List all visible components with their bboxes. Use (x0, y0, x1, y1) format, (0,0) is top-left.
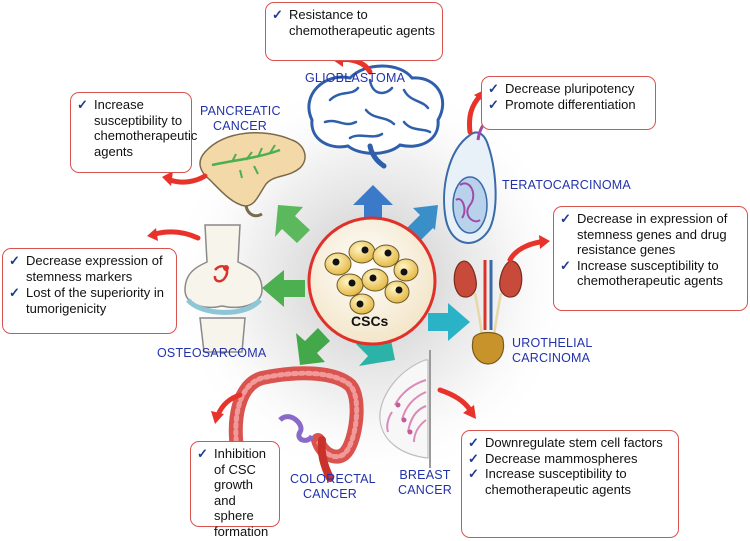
check-icon: ✓ (488, 81, 499, 96)
check-icon: ✓ (468, 450, 479, 466)
check-icon: ✓ (77, 97, 88, 112)
effect-arrow-breast (437, 387, 473, 413)
pancreas-icon (199, 131, 306, 218)
arrow-to-pancreatic (275, 205, 310, 243)
effect-box-breast: ✓Downregulate stem cell factors ✓Decreas… (461, 430, 679, 538)
effect-item: ✓Increase susceptibility to chemotherape… (560, 257, 723, 289)
effect-item: ✓Decrease expression of stemness markers (9, 253, 163, 284)
stem-cell-cluster-icon (324, 240, 419, 315)
effect-box-glioblastoma: ✓Resistance to chemotherapeutic agents (265, 2, 443, 61)
cancer-label-colorectal: COLORECTAL CANCER (290, 472, 376, 501)
arrow-to-colorectal (296, 328, 330, 365)
effect-box-colorectal: ✓Inhibition of CSC growth and sphere for… (190, 441, 280, 539)
effect-box-teratocarcinoma: ✓Decrease pluripotency ✓Promote differen… (481, 76, 656, 130)
effect-box-pancreatic: ✓Increase susceptibility to chemotherape… (70, 92, 198, 173)
cancer-label-osteosarcoma: OSTEOSARCOMA (157, 346, 267, 360)
cancer-label-glioblastoma: GLIOBLASTOMA (305, 71, 406, 85)
effect-arrow-pancreatic (167, 173, 208, 185)
cancer-label-pancreatic: PANCREATIC CANCER (200, 104, 281, 133)
breast-icon (379, 350, 431, 468)
check-icon: ✓ (9, 253, 20, 268)
effect-item: ✓Increase susceptibility to chemotherape… (468, 466, 631, 497)
csc-label: CSCs (351, 313, 389, 329)
check-icon: ✓ (272, 7, 283, 22)
brain-icon (307, 64, 445, 169)
effect-item: ✓Decrease in expression of stemness gene… (560, 211, 728, 257)
effect-box-osteosarcoma: ✓Decrease expression of stemness markers… (2, 248, 177, 334)
check-icon: ✓ (468, 466, 479, 481)
effect-item: ✓Resistance to chemotherapeutic agents (272, 7, 435, 38)
effect-arrow-osteosarcoma (152, 229, 201, 241)
csc-center (307, 216, 437, 346)
effect-item: ✓Decrease mammospheres (468, 450, 638, 466)
effect-item: ✓Downregulate stem cell factors (468, 435, 663, 450)
check-icon: ✓ (468, 435, 479, 450)
urinary-tract-icon (453, 260, 523, 365)
effect-item: ✓Promote differentiation (488, 96, 636, 112)
check-icon: ✓ (560, 257, 571, 273)
effect-item: ✓Decrease pluripotency (488, 81, 635, 96)
effect-arrow-teratocarcinoma (467, 93, 483, 135)
cancer-label-breast: BREAST CANCER (398, 468, 452, 497)
effect-item: ✓Inhibition of CSC growth and sphere for… (197, 446, 269, 539)
check-icon: ✓ (488, 96, 499, 112)
cancer-label-urothelial: UROTHELIAL CARCINOMA (512, 336, 593, 365)
cancer-label-teratocarcinoma: TERATOCARCINOMA (502, 178, 631, 192)
check-icon: ✓ (9, 285, 20, 300)
effect-item: ✓Increase susceptibility to chemotherape… (77, 97, 198, 159)
effect-arrow-urothelial (507, 239, 543, 263)
effect-box-urothelial: ✓Decrease in expression of stemness gene… (553, 206, 748, 311)
arrow-to-osteosarcoma (262, 270, 305, 307)
check-icon: ✓ (197, 446, 208, 461)
check-icon: ✓ (560, 211, 571, 226)
effect-arrow-colorectal (215, 392, 243, 418)
knee-joint-icon (184, 224, 263, 353)
effect-item: ✓Lost of the superiority in tumorigenici… (9, 285, 165, 316)
arrow-to-glioblastoma (353, 185, 393, 222)
colon-icon (228, 366, 364, 482)
arrow-to-urothelial (428, 303, 470, 341)
